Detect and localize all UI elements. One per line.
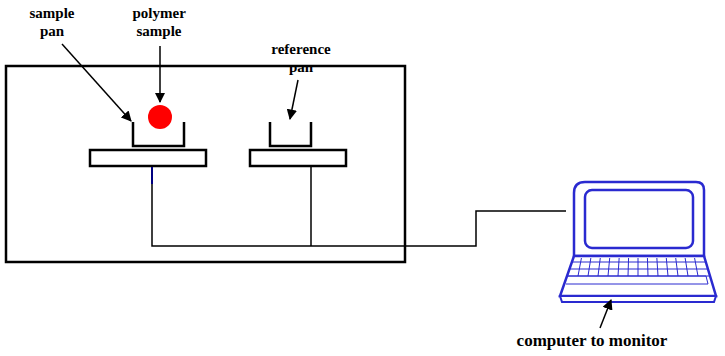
reference-pan [270, 122, 311, 146]
part-label: reference pan [271, 40, 330, 76]
part-label: sample pan [30, 4, 75, 40]
sample-pan [133, 122, 184, 146]
caption-label: computer to monitor [517, 331, 668, 351]
sample-wire [151, 167, 153, 184]
leader-arrow [62, 44, 131, 121]
leader-arrow [159, 46, 161, 102]
polymer-sample [148, 105, 172, 129]
leader-arrow [290, 80, 298, 119]
signal-wire [152, 184, 566, 246]
instrument-housing [6, 66, 405, 262]
reference-wire [310, 167, 312, 246]
leader-arrow [600, 300, 611, 328]
part-label: polymer sample [132, 4, 185, 40]
laptop-computer [560, 182, 716, 302]
reference-heater [250, 150, 346, 166]
sample-heater [90, 150, 206, 166]
